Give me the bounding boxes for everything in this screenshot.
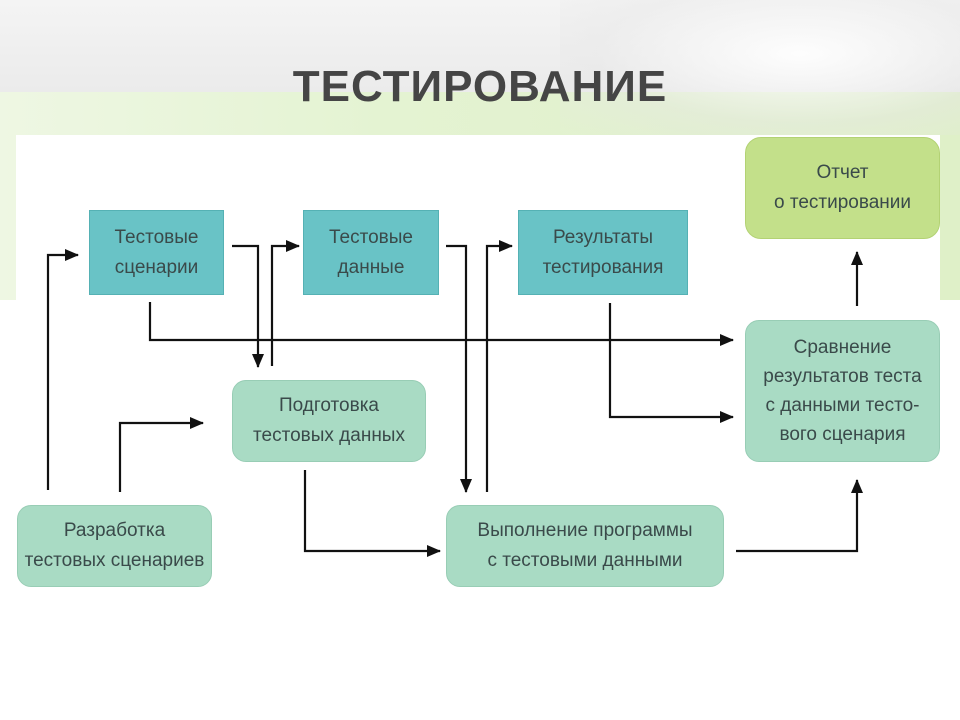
node-develop-test-scenarios-label: Разработка тестовых сценариев	[24, 520, 205, 571]
arrow-prepare-to-testdata	[270, 240, 300, 366]
node-test-report-label: Отчет о тестировании	[773, 162, 912, 213]
arrow-testdata-to-run	[446, 244, 472, 493]
node-compare-results-label: Сравнение результатов теста с данными те…	[763, 337, 922, 445]
node-test-report: Отчет о тестировании	[745, 137, 940, 239]
arrow-run-to-results	[485, 240, 513, 492]
node-test-results: Результаты тестирования	[518, 210, 688, 295]
arrow-scenarios-to-compare	[148, 302, 734, 346]
background-swirl	[560, 0, 960, 135]
arrow-prepare-to-run	[303, 470, 441, 557]
page-title: ТЕСТИРОВАНИЕ	[292, 62, 668, 111]
node-test-scenarios-label: Тестовые сценарии	[114, 226, 199, 278]
node-test-scenarios: Тестовые сценарии	[89, 210, 224, 295]
arrow-run-to-compare	[736, 479, 863, 553]
arrow-develop-to-scenarios	[46, 249, 79, 490]
node-test-data: Тестовые данные	[303, 210, 439, 295]
node-develop-test-scenarios: Разработка тестовых сценариев	[17, 505, 212, 587]
arrow-develop-to-prepare	[118, 417, 204, 492]
node-run-program-label: Выполнение программы с тестовыми данными	[477, 520, 693, 571]
node-test-data-label: Тестовые данные	[329, 226, 413, 278]
node-compare-results: Сравнение результатов теста с данными те…	[745, 320, 940, 462]
arrow-results-to-compare	[608, 303, 734, 423]
arrow-scenarios-to-prepare	[232, 244, 264, 368]
node-run-program: Выполнение программы с тестовыми данными	[446, 505, 724, 587]
node-test-results-label: Результаты тестирования	[542, 226, 664, 278]
node-prepare-test-data: Подготовка тестовых данных	[232, 380, 426, 462]
node-prepare-test-data-label: Подготовка тестовых данных	[253, 395, 405, 446]
